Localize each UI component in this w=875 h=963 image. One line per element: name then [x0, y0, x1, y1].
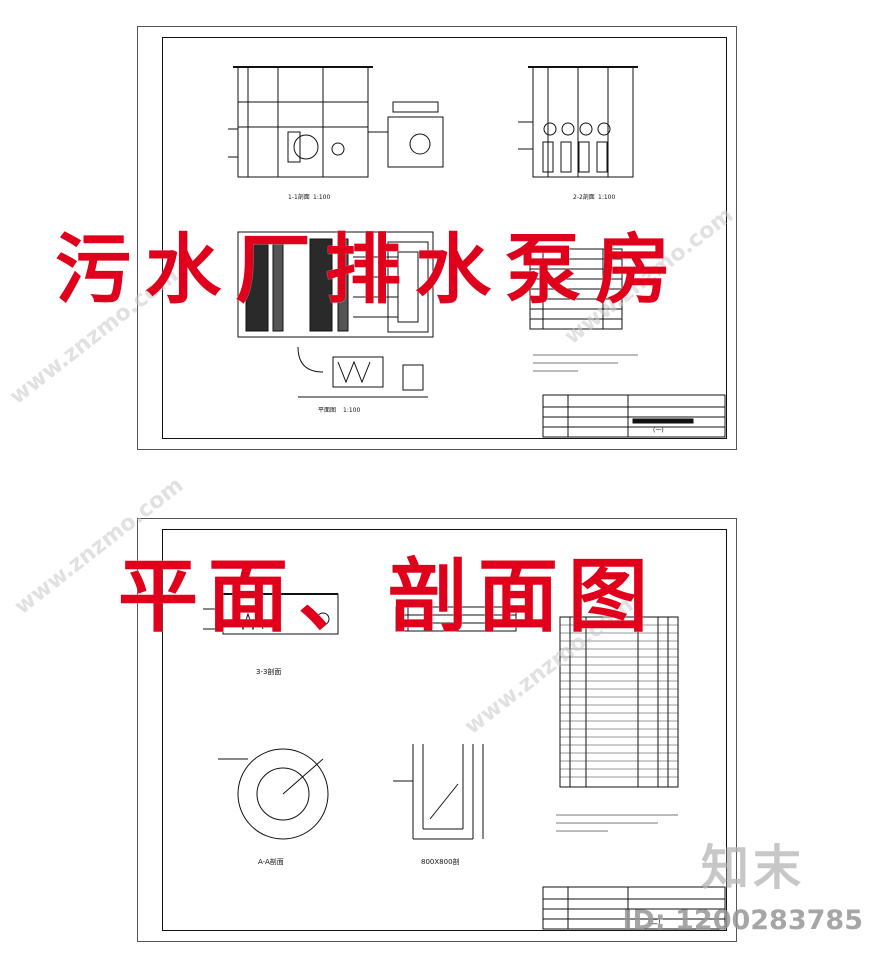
sheet-1-section-1-label: 1-1剖面 [288, 193, 310, 201]
drawing-sheet-2: 3-3剖面 A-A剖面 800X800剖 (二) [137, 518, 737, 942]
sheet-1-cad-drawing: 1-1剖面 1:100 2-2剖面 1:100 平面图 1:100 (一) [228, 66, 726, 438]
sheet-2-cad-drawing: 3-3剖面 A-A剖面 800X800剖 (二) [203, 593, 726, 930]
sheet-1-section-2-label: 2-2剖面 [573, 193, 595, 201]
sheet-1-title-block-number: (一) [653, 427, 664, 434]
sheet-1-section-2-scale: 1:100 [598, 194, 615, 201]
sheet-2-title-block-number: (二) [648, 918, 661, 926]
sheet-1-inner-frame [162, 37, 727, 439]
sheet-1-section-1-scale: 1:100 [313, 194, 330, 201]
sheet-2-inner-frame [162, 529, 727, 931]
title-line-2: 平面、剖面图 [118, 549, 658, 643]
sheet-2-pit-label: 800X800剖 [421, 857, 460, 866]
sheet-2-section-3-label: 3-3剖面 [256, 667, 281, 676]
sheet-2-section-a-label: A-A剖面 [258, 857, 284, 866]
image-id-text: ID: 1200283785 [622, 905, 863, 936]
zhimo-logo: 知末 [700, 840, 805, 896]
drawing-sheet-1: 1-1剖面 1:100 2-2剖面 1:100 平面图 1:100 (一) [137, 26, 737, 450]
sheet-1-plan-scale: 1:100 [343, 407, 360, 414]
title-line-1: 污水厂排水泵房 [55, 225, 685, 314]
sheet-1-plan-label: 平面图 [318, 407, 336, 414]
